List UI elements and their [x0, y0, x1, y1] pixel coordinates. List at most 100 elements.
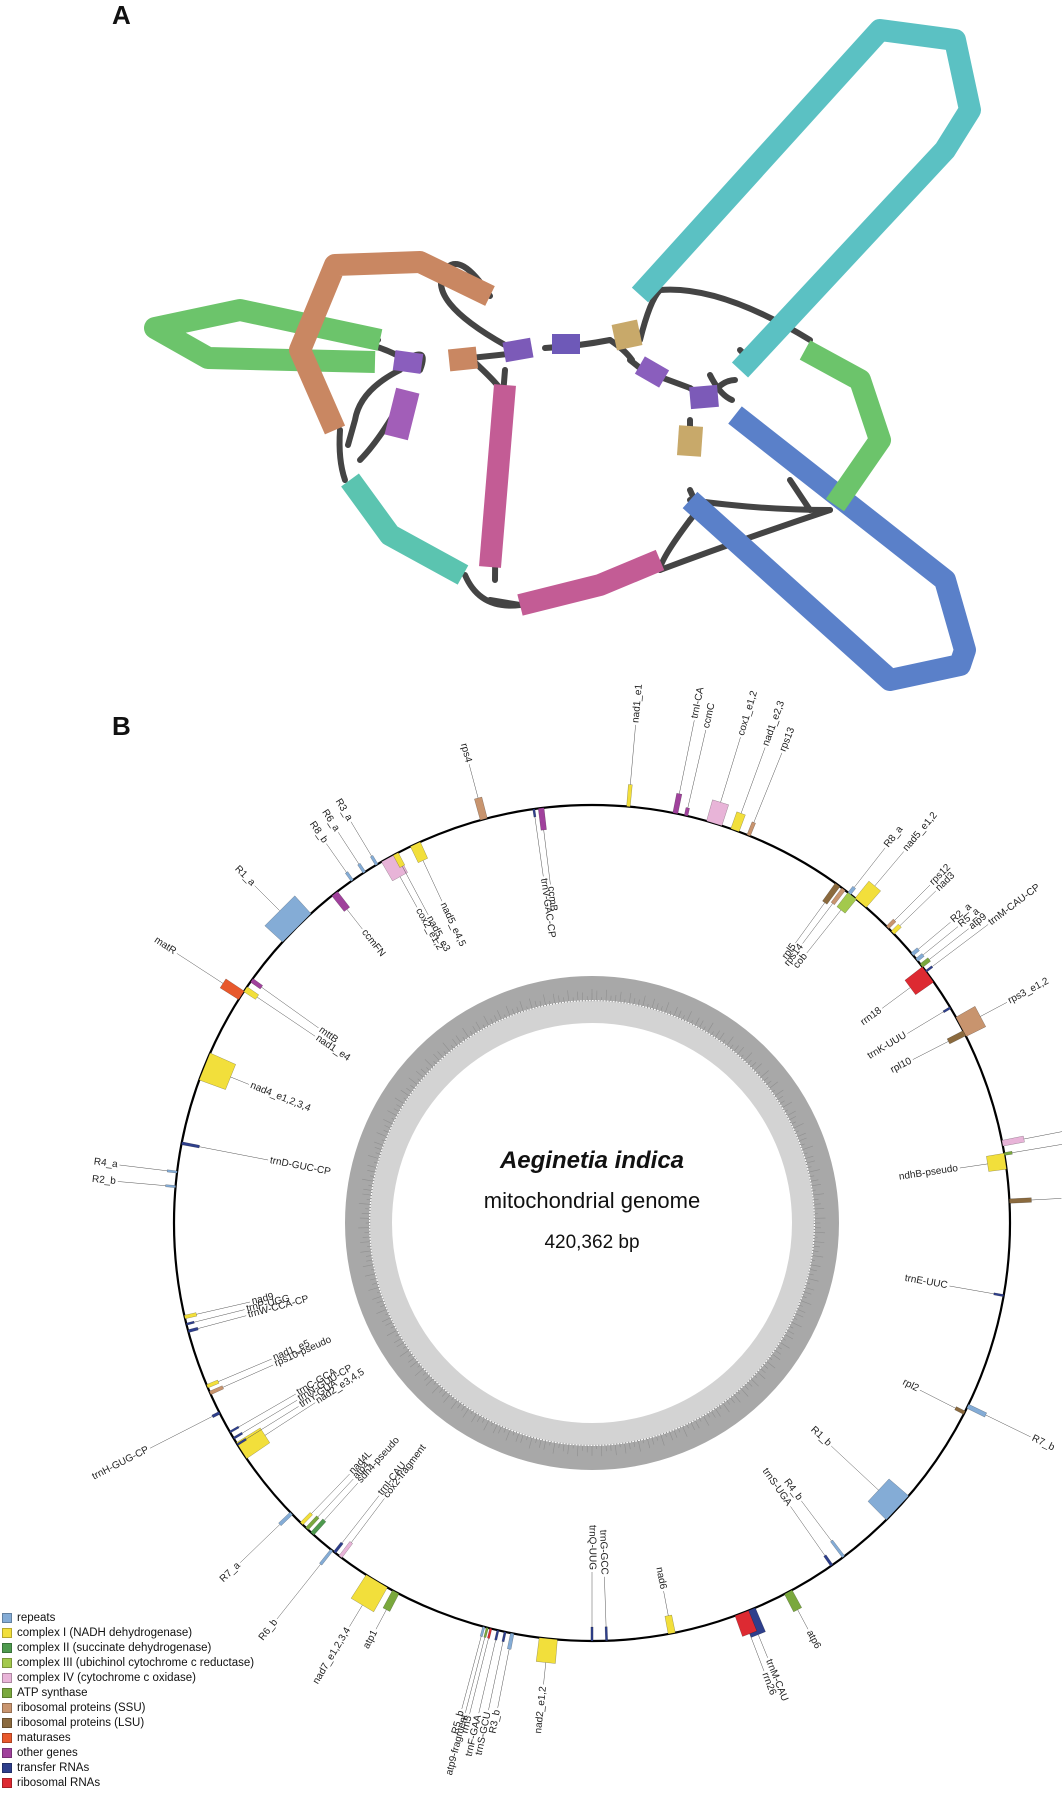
gc-tick [558, 1443, 560, 1449]
gene-block [264, 895, 312, 943]
gc-tick [362, 1193, 371, 1196]
gene-leader [929, 928, 969, 960]
gene-leader [197, 1315, 247, 1329]
gc-tick [366, 1259, 373, 1262]
gene-block [483, 1627, 489, 1638]
gc-tick [615, 994, 617, 1002]
contig-magenta-vertical [479, 384, 516, 568]
gene-block [344, 871, 354, 882]
gc-tick [772, 1089, 775, 1093]
gene-block [474, 796, 488, 821]
gene-block [211, 1411, 221, 1419]
gene-leader [758, 1634, 768, 1658]
gc-tick [433, 1382, 437, 1385]
gc-tick [804, 1291, 812, 1295]
gc-tick [358, 1203, 370, 1205]
legend-item: complex IV (cytochrome c oxidase) [2, 1670, 302, 1685]
gene-leader [240, 1524, 280, 1563]
gc-tick [797, 1132, 806, 1137]
legend-swatch [2, 1687, 12, 1698]
gene-label: rps4 [458, 742, 474, 764]
gc-tick [782, 1101, 793, 1108]
gc-tick [628, 1442, 631, 1450]
gc-tick [431, 1385, 440, 1394]
gc-tick [472, 1025, 477, 1033]
gc-tick [383, 1119, 393, 1125]
gc-tick [754, 1375, 757, 1378]
legend-label: other genes [17, 1746, 78, 1759]
gc-tick [390, 1326, 395, 1329]
gene-leader [461, 1636, 482, 1709]
gene-leader [604, 1576, 607, 1627]
gc-tick [520, 1435, 524, 1443]
gc-tick [805, 1287, 815, 1291]
gene-block [479, 1626, 486, 1638]
gene-label: nad6 [653, 1566, 668, 1590]
gene-label: R4_a [93, 1156, 119, 1170]
legend-label: ribosomal proteins (LSU) [17, 1716, 145, 1729]
gene-block [535, 1637, 558, 1664]
gene-leader [534, 816, 544, 877]
gc-tick [363, 1188, 372, 1191]
genome-type: mitochondrial genome [484, 1188, 700, 1213]
gene-leader [337, 832, 360, 865]
gene-leader [801, 1500, 832, 1542]
legend-item: repeats [2, 1610, 302, 1625]
legend-label: complex I (NADH dehydrogenase) [17, 1626, 193, 1639]
gc-tick [686, 1011, 692, 1022]
gc-tick [795, 1130, 799, 1133]
gene-label: rrn18 [859, 1005, 885, 1028]
gene-block [1003, 1150, 1013, 1156]
gc-tick [740, 1054, 744, 1058]
gene-leader [117, 1181, 166, 1186]
gc-tick [462, 1036, 465, 1041]
gc-tick [747, 1059, 752, 1064]
gc-tick [810, 1175, 815, 1177]
gc-tick [535, 1438, 537, 1443]
gc-tick [433, 1053, 440, 1061]
gc-tick [660, 1006, 663, 1011]
gene-leader [749, 1633, 765, 1672]
gene-block [910, 947, 920, 957]
gene-label: ccmC [701, 702, 717, 729]
gene-label: rpl10 [889, 1056, 914, 1076]
legend-label: ATP synthase [17, 1686, 88, 1699]
gc-tick [690, 1422, 695, 1431]
gene-leader [218, 1358, 272, 1382]
gene-leader [922, 926, 959, 956]
gc-tick [813, 1246, 820, 1248]
gc-tick [678, 1010, 682, 1018]
gc-tick [512, 1431, 515, 1436]
gene-leader [422, 860, 443, 902]
legend-swatch [2, 1612, 12, 1623]
gc-tick [806, 1282, 811, 1285]
gc-tick [647, 1004, 649, 1008]
gc-tick [470, 1411, 473, 1415]
gc-tick [504, 1014, 506, 1018]
gc-tick [391, 1118, 395, 1120]
gene-leader [497, 1648, 510, 1708]
gc-tick [699, 1418, 702, 1422]
gc-tick [373, 1141, 384, 1146]
gene-leader [242, 1399, 298, 1434]
gene-label: atp1 [361, 1628, 380, 1651]
gc-tick [462, 1027, 469, 1038]
legend-label: ribosomal RNAs [17, 1776, 101, 1789]
gc-tick [368, 1184, 373, 1187]
gc-tick [482, 1024, 485, 1028]
gc-tick [744, 1052, 753, 1061]
gc-tick [416, 1070, 424, 1078]
gene-leader [753, 752, 783, 823]
gene-block [854, 880, 882, 908]
gene-label: R3_b [488, 1708, 503, 1734]
gene-leader [907, 1011, 944, 1034]
gene-block [229, 1425, 240, 1434]
gene-label: rpl2 [901, 1377, 921, 1395]
gene-block [734, 1610, 758, 1637]
gene-block [236, 1437, 247, 1446]
gene-leader [350, 821, 372, 857]
gene-block [1009, 1197, 1032, 1204]
gc-tick [386, 1330, 397, 1336]
gc-tick [543, 994, 546, 1005]
gene-block [305, 1515, 320, 1531]
